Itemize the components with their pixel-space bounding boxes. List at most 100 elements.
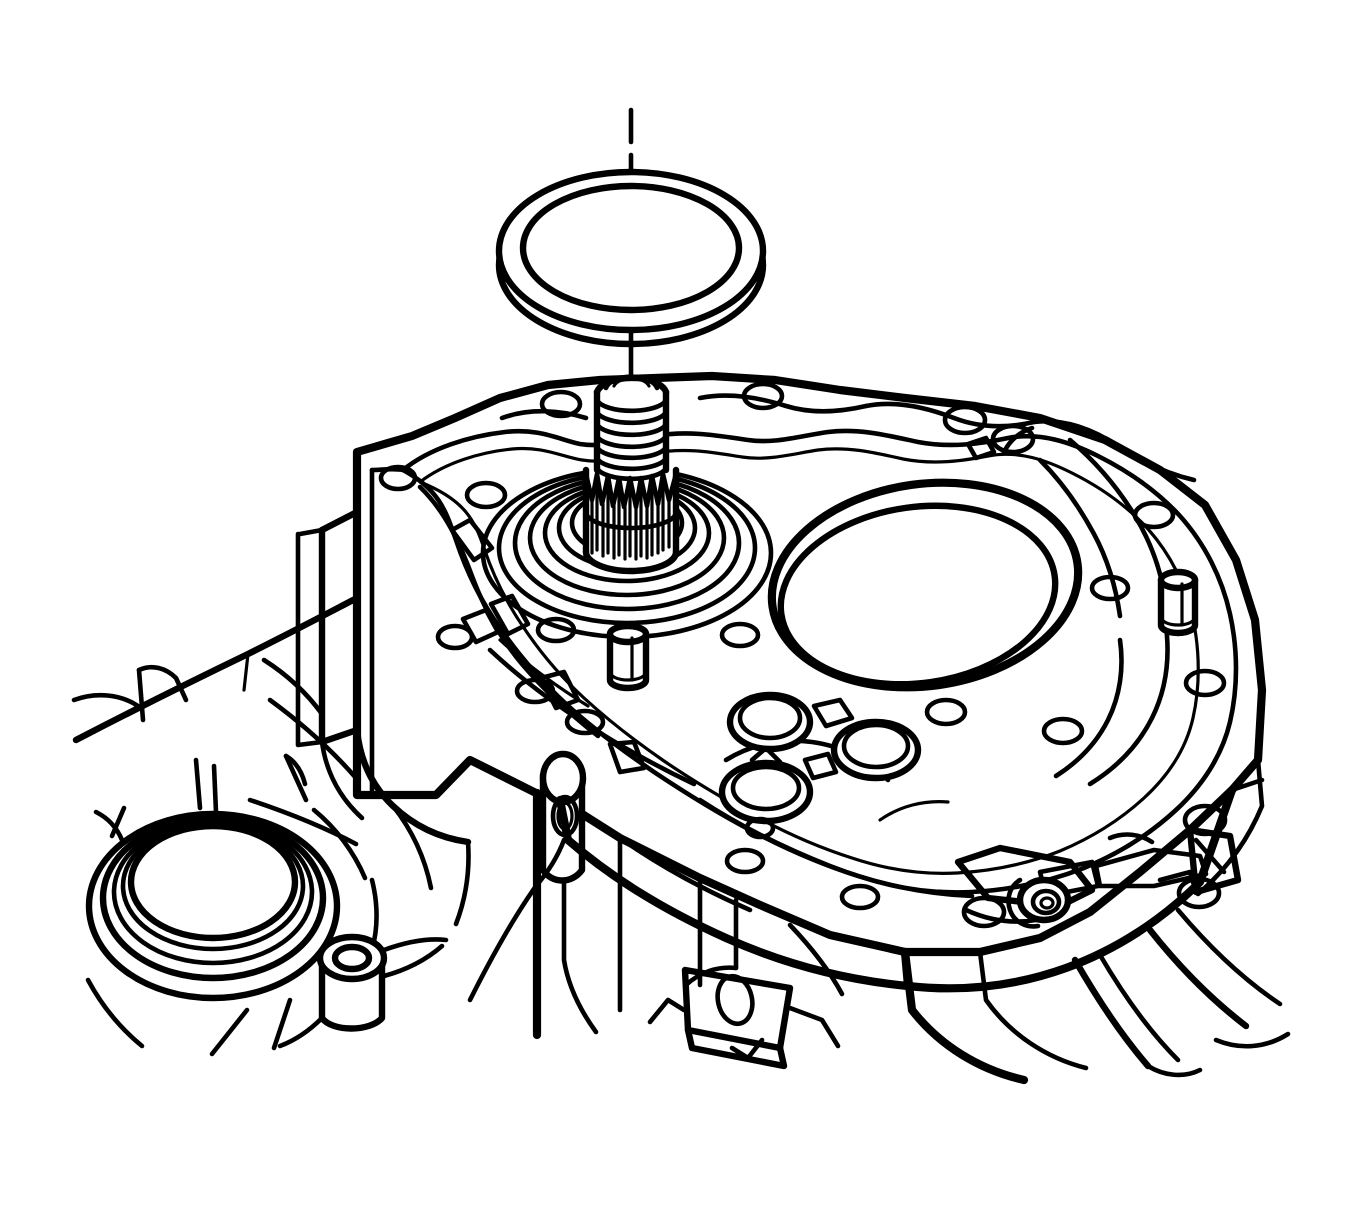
axle-rib: [209, 1007, 250, 1057]
web-block-2: [488, 593, 531, 637]
output-shaft-seal-oring: [495, 168, 767, 348]
dowel-pin-right: [1157, 568, 1199, 637]
case-rib-center-3: [787, 922, 845, 997]
lug-boss-tang-top: [381, 937, 449, 953]
bolt-hole: [719, 621, 761, 649]
bracket-lever-tip: [1107, 832, 1155, 845]
web-rib-bottom: [697, 797, 975, 899]
bolt-hole: [564, 708, 606, 736]
valve-boss-2-lip: [831, 747, 921, 781]
lug-boss-face: [316, 933, 388, 983]
web-rib-right-2: [1037, 457, 1123, 619]
bell-housing-lower-join-2: [319, 739, 365, 821]
bolt-hole: [1089, 574, 1131, 602]
diff-bore-inner: [777, 502, 1059, 688]
flange-side-wall-front: [555, 795, 913, 991]
bell-housing-rib-stub-2: [136, 667, 146, 723]
bolt-hole: [378, 464, 418, 492]
transaxle-case-body: [467, 750, 1291, 1085]
dowel-pin-right-body: [1157, 576, 1199, 637]
bolt-hole: [435, 623, 475, 651]
bracket-underside: [963, 907, 1039, 924]
mount-pad-rib-outer: [787, 1005, 841, 1049]
mount-pad-fillet: [683, 965, 739, 988]
axle-rib: [311, 807, 368, 881]
left-front-boss-face: [539, 750, 587, 806]
mount-pad-rib-left: [647, 997, 687, 1025]
bell-housing-back-edge-2: [453, 839, 471, 927]
bracket-pad: [954, 844, 1096, 910]
axle-bore-ring-1: [85, 810, 341, 1002]
boss-small-pin: [744, 816, 776, 840]
case-rib-lr-3: [1146, 926, 1250, 1030]
flange-corner-top: [1229, 777, 1265, 793]
thread-turns: [594, 397, 669, 482]
thread-shank-fill: [597, 392, 666, 472]
bell-housing-bracket-face: [318, 508, 361, 746]
boss-bridge-2: [802, 751, 839, 781]
bolt-hole: [464, 480, 508, 510]
bolt-hole: [514, 677, 556, 705]
case-rib-lr-cap2: [1145, 1063, 1203, 1078]
valve-boss-3-inner: [730, 764, 802, 812]
web-block-1: [449, 517, 495, 563]
bracket-pivot-mid: [1030, 888, 1062, 916]
flange-scallop-top-3: [1031, 418, 1197, 483]
bell-housing-fold-edge: [242, 652, 250, 692]
flange-corner-gusset-rib2: [1157, 869, 1199, 895]
lug-boss-skirt: [277, 1015, 325, 1049]
axle-seal-bore: [85, 753, 449, 1057]
flange-bolt-holes: [378, 381, 1228, 929]
axle-rib: [211, 763, 219, 815]
lug-boss-hole: [331, 943, 373, 973]
bell-housing-bracket-tab: [297, 527, 325, 537]
bracket-pivot-hole: [1039, 896, 1055, 910]
bell-housing: [71, 508, 472, 927]
case-body-right-edge: [900, 947, 1029, 1085]
axle-rib: [85, 977, 145, 1049]
bolt-hole: [990, 423, 1036, 455]
flange-side-wall-line: [617, 835, 753, 913]
mount-pad-hole: [715, 973, 755, 1027]
spline-bottom-arc: [582, 548, 680, 575]
bolt-hole: [724, 847, 766, 875]
flange-corner-gusset: [1186, 826, 1242, 896]
web-rib-lower-2: [498, 638, 590, 708]
bolt-hole: [741, 381, 785, 411]
flange-corner-gusset-rib: [1193, 837, 1227, 875]
dowel-pin-right-top: [1157, 568, 1199, 592]
bolt-hole: [942, 404, 988, 436]
lug-boss-with-hole: [277, 933, 449, 1049]
axle-rib: [283, 753, 309, 803]
mount-pad-rib-right: [729, 1037, 765, 1061]
flange-side-wall-right: [903, 785, 1237, 993]
bell-housing-rib-stub-3: [136, 664, 189, 703]
bolt-hole: [924, 697, 968, 727]
spline-root-collar: [583, 509, 679, 531]
dowel-pin-lower: [606, 622, 650, 692]
bolt-hole: [539, 389, 583, 419]
dowel-pin-lower-top: [606, 622, 650, 646]
gasket-contour-inner: [418, 446, 1200, 875]
case-wall-left-inner: [561, 797, 599, 1035]
axle-rib: [93, 809, 125, 843]
valve-boss-1-inner: [737, 695, 803, 741]
bell-housing-back-edge: [390, 803, 434, 891]
case-front-curve: [467, 883, 539, 1003]
boss-bridge-3: [749, 745, 783, 765]
dowel-pin-right-base: [1159, 615, 1197, 627]
valve-boss-2-inner: [841, 722, 911, 770]
axle-rib: [271, 997, 293, 1051]
case-rib-lr-1: [1071, 956, 1152, 1070]
bolt-hole: [1183, 668, 1227, 698]
flange-side-wall: [555, 757, 1265, 993]
case-body-right-inner: [977, 949, 1089, 1071]
mount-pad-side-face: [684, 1026, 788, 1070]
axle-rib: [109, 805, 127, 839]
web-rib-right-4: [1087, 623, 1170, 787]
web-block-4: [607, 739, 647, 775]
dowel-pin-lower-base: [608, 670, 648, 682]
bolt-hole: [535, 616, 577, 644]
bracket-pivot-clip: [1006, 877, 1041, 929]
